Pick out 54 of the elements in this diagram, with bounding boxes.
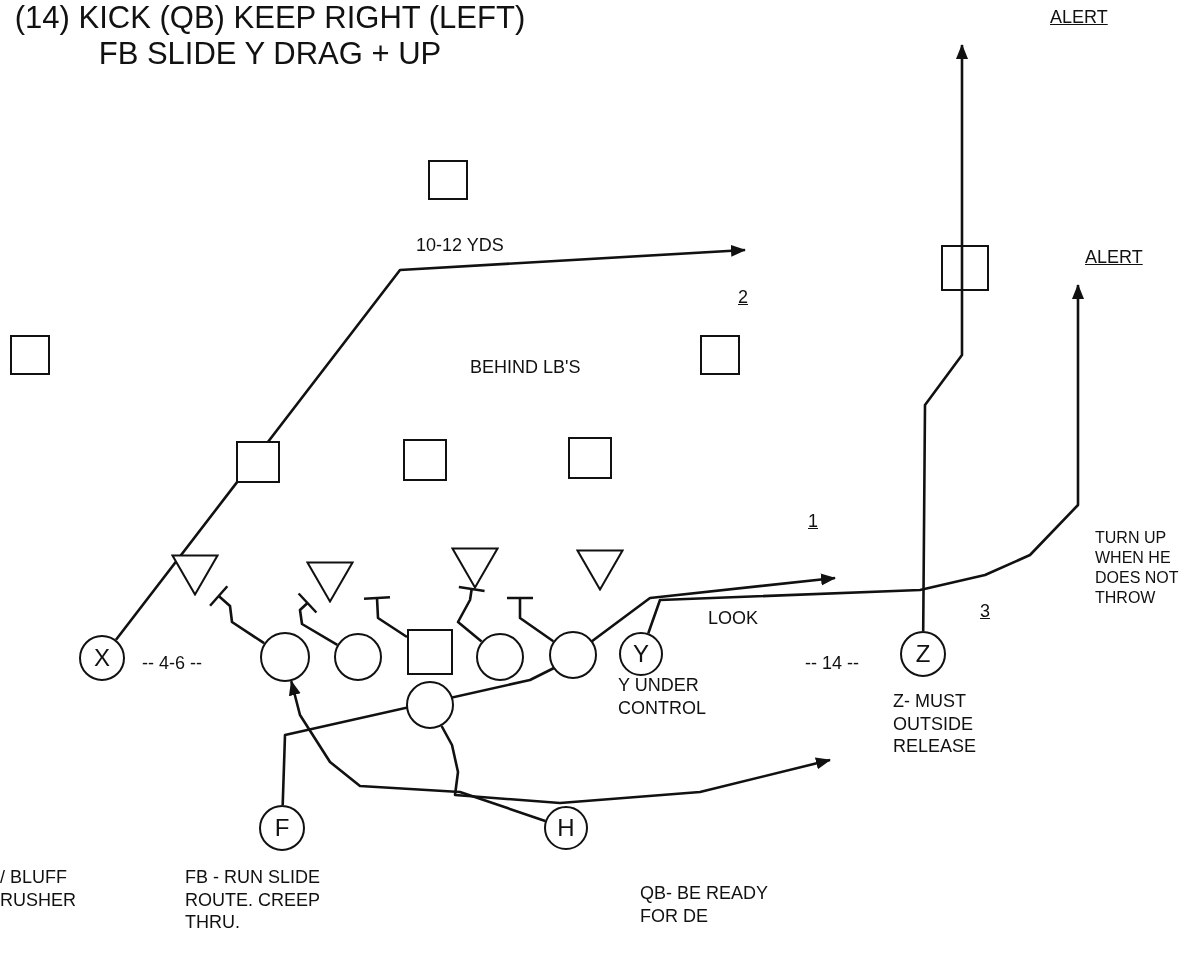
defender-square [568,437,612,479]
lineman-circle [334,633,382,681]
block-line [362,596,408,639]
defender-triangle [306,561,354,603]
lineman-circle [406,681,454,729]
defender-square [700,335,740,375]
lineman-circle [549,631,597,679]
block-line [297,592,338,646]
player-note: FB - RUN SLIDE ROUTE. CREEP THRU. [185,866,322,934]
route-number: 1 [808,510,818,533]
route-arrow [114,244,746,641]
player-letter: X [94,646,110,670]
player-note: Z- MUST OUTSIDE RELEASE [893,690,978,758]
block-line [208,585,265,645]
player-circle [79,635,125,681]
route-number: 2 [738,286,748,309]
defender-triangle [171,554,219,596]
lineman-circle [476,633,524,681]
defender-square [10,335,50,375]
route-arrow [647,284,1084,634]
route-arrow [921,44,968,631]
route-note: ALERT [1050,6,1108,29]
defender-square [428,160,468,200]
play-title: (14) KICK (QB) KEEP RIGHT (LEFT) FB SLIDE Y DRAG + UP [13,0,527,72]
player-note: QB- BE READY FOR DE [640,882,769,927]
block-line [505,596,555,643]
player-circle [544,806,588,850]
lineman-circle [260,632,310,682]
player-letter: F [274,816,290,840]
defender-triangle [576,549,624,591]
route-number: 3 [980,600,990,623]
player-letter: Z [915,642,931,666]
route-arrow [440,725,831,805]
block-line [456,585,486,643]
player-note: Y UNDER CONTROL [618,674,707,719]
route-arrow [289,680,546,823]
route-note: LOOK [708,607,759,630]
defender-square [403,439,447,481]
player-circle [900,631,946,677]
player-circle [259,805,305,851]
defender-square [236,441,280,483]
route-note: BEHIND LB'S [470,356,581,379]
split-note: -- 14 -- [805,652,859,675]
route-note: 10-12 YDS [416,234,504,257]
player-circle [619,632,663,676]
player-note: / BLUFF RUSHER [0,866,77,911]
player-letter: Y [633,642,649,666]
route-note: ALERT [1085,246,1143,269]
center-square [407,629,453,675]
player-letter: H [557,816,575,840]
defender-triangle [451,547,499,589]
defender-square [941,245,989,291]
route-note: TURN UP WHEN HE DOES NOT THROW [1095,528,1180,608]
split-note: -- 4-6 -- [142,652,202,675]
